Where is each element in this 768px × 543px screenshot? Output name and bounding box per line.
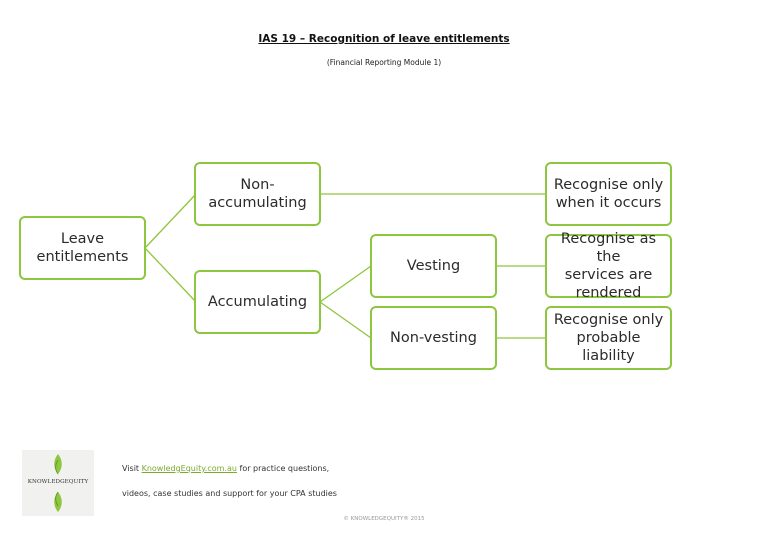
node-outcome-non-accumulating: Recognise only when it occurs [545, 162, 672, 226]
node-label: Accumulating [207, 294, 308, 310]
node-outcome-vesting: Recognise as the services are rendered [545, 231, 672, 301]
node-non-vesting: Non-vesting [370, 306, 497, 370]
node-label: Recognise only probable liability [553, 312, 664, 364]
node-label: Recognise as the services are rendered [560, 231, 657, 301]
footer-line-2: videos, case studies and support for you… [122, 489, 337, 498]
knowledgequity-logo: KNOWLEDGEQUITY [22, 450, 94, 516]
node-vesting: Vesting [370, 234, 497, 298]
connector-root-nonaccumulating [144, 193, 197, 249]
knowledgequity-link[interactable]: KnowledgEquity.com.au [141, 464, 237, 473]
node-label: Non- accumulating [208, 177, 307, 211]
node-label: Leave entitlements [36, 231, 129, 265]
footer-visit-suffix: for practice questions, [236, 464, 330, 473]
copyright: © KNOWLEDGEQUITY® 2015 [343, 516, 425, 522]
page-title: IAS 19 – Recognition of leave entitlemen… [258, 33, 510, 45]
node-label: Vesting [406, 258, 461, 274]
node-non-accumulating: Non- accumulating [194, 162, 321, 226]
leaf-icon [54, 454, 62, 512]
logo-text: KNOWLEDGEQUITY [27, 479, 89, 485]
node-leave-entitlements: Leave entitlements [19, 216, 146, 280]
node-outcome-non-vesting: Recognise only probable liability [545, 306, 672, 370]
connector-accumulating-vesting [319, 265, 372, 303]
node-label: Non-vesting [390, 330, 477, 346]
footer-visit-prefix: Visit [122, 464, 142, 473]
footer-line-1: Visit KnowledgEquity.com.au for practice… [122, 464, 329, 473]
node-accumulating: Accumulating [194, 270, 321, 334]
connector-accumulating-nonvesting [319, 301, 372, 339]
node-label: Recognise only when it occurs [553, 177, 664, 211]
page-subtitle: (Financial Reporting Module 1) [326, 58, 442, 67]
connector-root-accumulating [144, 247, 197, 303]
